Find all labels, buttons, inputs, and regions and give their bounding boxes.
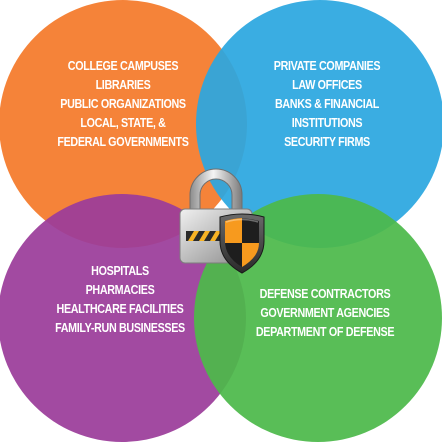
top-left-line: LOCAL, STATE, & [80,116,166,130]
bottom-right-line: DEPARTMENT OF DEFENSE [255,325,395,339]
top-right-line: BANKS & FINANCIAL [274,97,380,111]
bottom-right-label: DEFENSE CONTRACTORS GOVERNMENT AGENCIES … [235,285,416,342]
top-left-line: FEDERAL GOVERNMENTS [57,135,189,149]
top-right-line: INSTITUTIONS [291,116,363,130]
bottom-left-line: FAMILY-RUN BUSINESSES [55,321,185,335]
circle-top-left [0,0,247,248]
bottom-left-line: PHARMACIES [85,283,155,297]
top-right-label: PRIVATE COMPANIES LAW OFFICES BANKS & FI… [245,57,408,152]
top-left-line: COLLEGE CAMPUSES [67,59,179,73]
bottom-right-line: GOVERNMENT AGENCIES [260,306,390,320]
padlock-shackle [189,168,243,212]
bottom-left-line: HOSPITALS [91,264,149,278]
bottom-left-label: HOSPITALS PHARMACIES HEALTHCARE FACILITI… [34,262,206,338]
top-right-line: LAW OFFICES [292,78,362,92]
top-left-label: COLLEGE CAMPUSES LIBRARIES PUBLIC ORGANI… [41,57,204,152]
top-right-line: SECURITY FIRMS [284,135,370,149]
top-left-line: LIBRARIES [95,78,151,92]
top-left-line: PUBLIC ORGANIZATIONS [60,97,186,111]
padlock-with-shield-icon [179,168,265,274]
bottom-right-line: DEFENSE CONTRACTORS [259,287,391,301]
top-right-line: PRIVATE COMPANIES [273,59,381,73]
bottom-left-line: HEALTHCARE FACILITIES [56,302,184,316]
circle-top-right [196,0,442,248]
